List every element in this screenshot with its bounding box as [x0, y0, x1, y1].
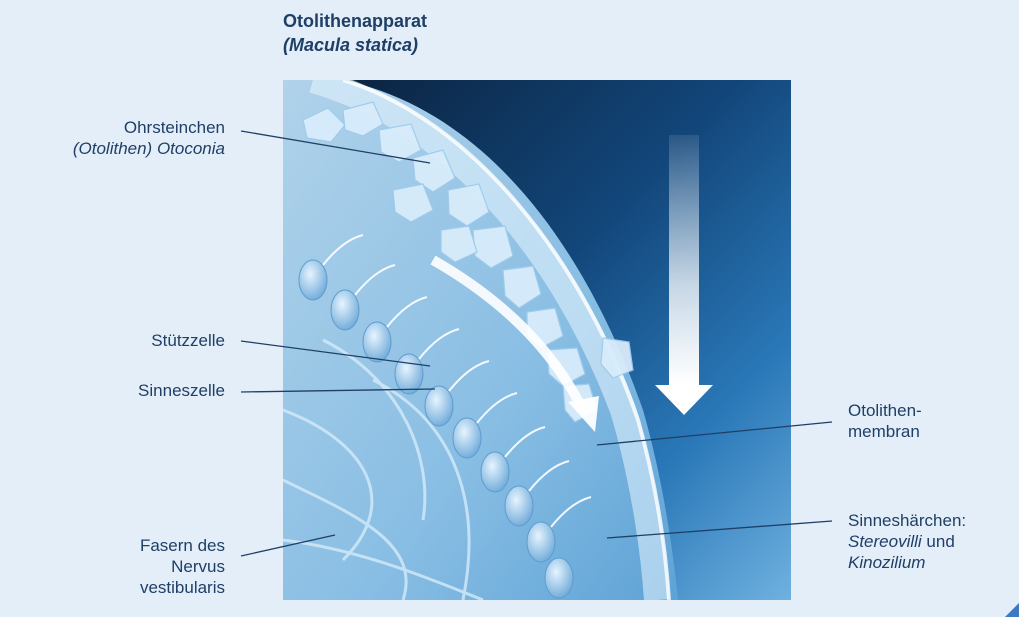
label-sinneshaerchen-line1: Sinneshärchen:: [848, 511, 967, 530]
label-fasern: Fasern des Nervus vestibularis: [140, 535, 225, 598]
label-fasern-line3: vestibularis: [139, 578, 225, 597]
label-fasern-line2: Nervus: [171, 557, 225, 576]
label-ohrsteinchen-line1: Ohrsteinchen: [123, 118, 225, 137]
label-kinozilium: Kinozilium: [848, 553, 926, 572]
label-otolithenmembran: Otolithen- membran: [848, 400, 922, 442]
label-fasern-line1: Fasern des: [139, 536, 225, 555]
label-sinneshaerchen: Sinneshärchen: Stereovilli und Kinoziliu…: [848, 510, 966, 573]
label-stuetzzelle: Stützzelle: [151, 331, 225, 350]
label-ohrsteinchen: Ohrsteinchen (Otolithen) Otoconia: [73, 117, 225, 159]
down-arrow-icon: [655, 135, 713, 415]
curved-arrow-icon: [430, 255, 588, 413]
title-main: Otolithenapparat: [283, 11, 428, 31]
label-otolithenmembran-line2: membran: [848, 422, 920, 441]
otolith-illustration: [283, 80, 791, 600]
title-sub: (Macula statica): [283, 35, 419, 55]
label-ohrsteinchen-otolithen: (Otolithen): [72, 139, 157, 158]
label-stereovilli: Stereovilli: [848, 532, 922, 551]
label-sinneszelle: Sinneszelle: [138, 381, 225, 400]
label-sinneshaerchen-line2: Stereovilli und: [848, 531, 966, 552]
label-otolithenmembran-line1: Otolithen-: [848, 401, 922, 420]
label-und: und: [921, 532, 955, 551]
corner-accent: [1005, 603, 1019, 617]
diagram-title: Otolithenapparat (Macula statica): [283, 9, 427, 57]
label-ohrsteinchen-otoconia: Otoconia: [156, 139, 225, 158]
label-ohrsteinchen-line2: (Otolithen) Otoconia: [73, 138, 225, 159]
